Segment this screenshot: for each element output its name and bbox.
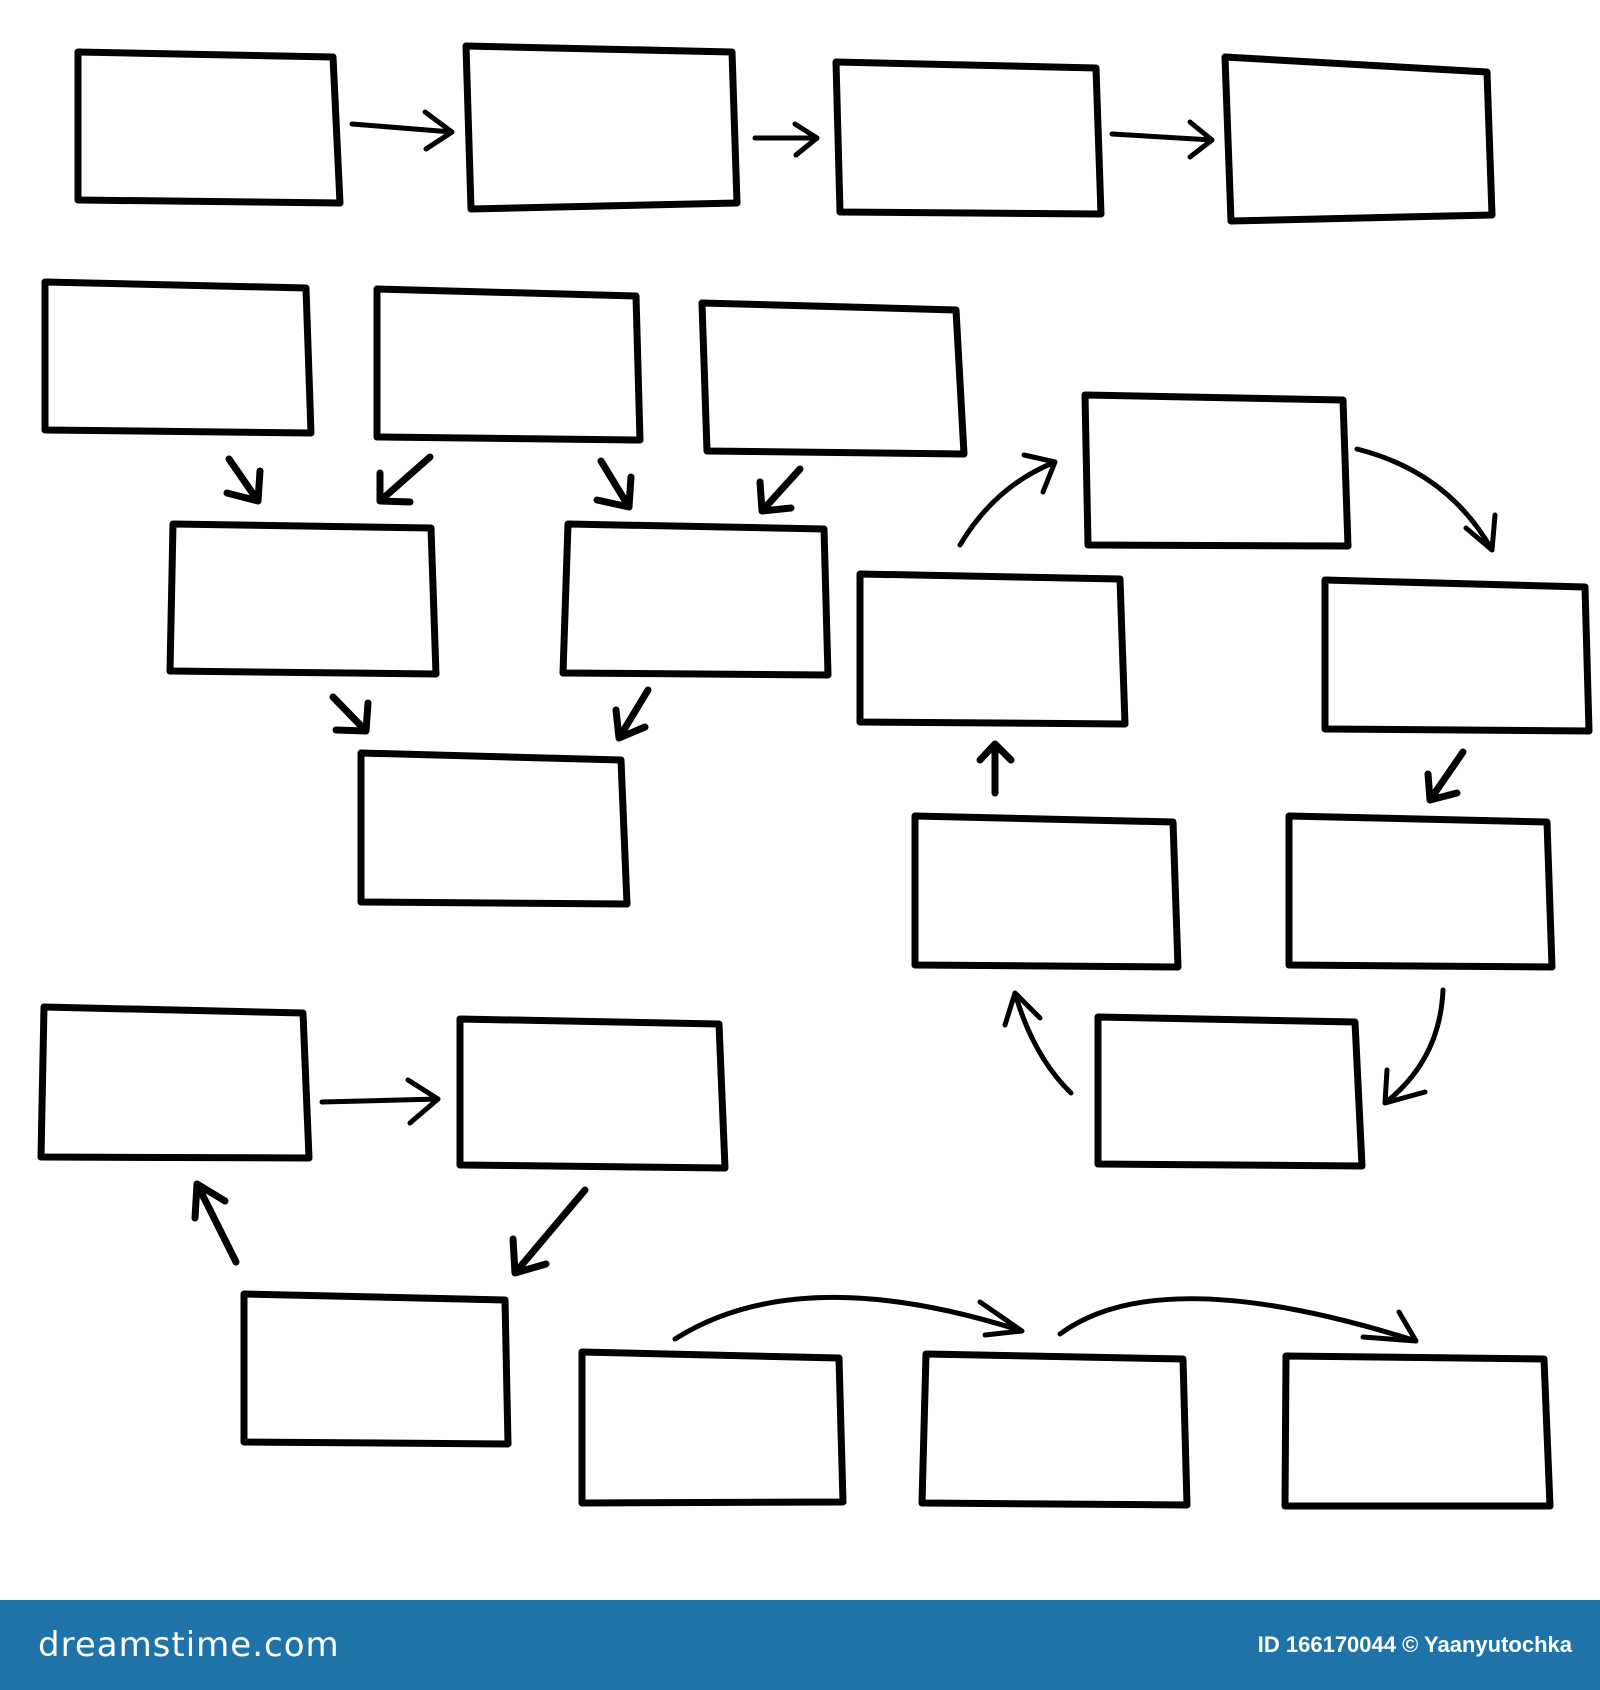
loop-box-right bbox=[456, 1015, 729, 1172]
arrow-right-2-3 bbox=[752, 121, 820, 158]
image-credit: ID 166170044 © Yaanyutochka bbox=[1257, 1632, 1572, 1657]
arrow-right-1-2 bbox=[349, 109, 455, 152]
arrow-down-to-mid-right-b bbox=[756, 465, 804, 515]
cycle-flow bbox=[856, 391, 1593, 1170]
arrow-down-to-mid-left-a bbox=[223, 455, 264, 505]
cycle-box-top bbox=[1081, 391, 1352, 550]
arrow-down-to-mid-right-a bbox=[593, 457, 635, 511]
cycle-box-bottom bbox=[1094, 1013, 1366, 1170]
arrow-curve-to-right-upper bbox=[1354, 446, 1498, 553]
arrow-curve-to-left-lower bbox=[1002, 990, 1074, 1096]
arrow-down-to-bottom-a bbox=[329, 693, 372, 735]
tree-box-top-middle bbox=[373, 285, 644, 444]
curved-flow-box-1 bbox=[578, 1348, 847, 1507]
arrow-down-to-bottom-b bbox=[612, 686, 652, 742]
converging-tree bbox=[41, 278, 968, 908]
flow-box-1 bbox=[74, 48, 344, 207]
flow-box-2 bbox=[462, 42, 741, 213]
arrow-up-loop-bottom-to-left bbox=[191, 1180, 240, 1266]
cycle-box-right-upper bbox=[1321, 576, 1593, 735]
site-brand: dreamstime.com bbox=[38, 1625, 340, 1665]
arrow-curve-2-3 bbox=[1057, 1296, 1419, 1344]
arrow-curve-to-top bbox=[957, 452, 1058, 548]
arrow-down-to-right-lower bbox=[1424, 748, 1467, 804]
flow-box-4 bbox=[1221, 53, 1496, 225]
tree-box-mid-left bbox=[166, 520, 440, 678]
loop-box-bottom bbox=[240, 1290, 512, 1448]
cycle-box-left-upper bbox=[856, 570, 1129, 728]
triangle-loop bbox=[37, 1003, 729, 1448]
flowchart-templates-diagram bbox=[37, 42, 1593, 1510]
arrow-curve-1-2 bbox=[672, 1294, 1025, 1342]
tree-box-bottom bbox=[357, 749, 631, 908]
loop-box-left bbox=[37, 1003, 313, 1162]
curved-linear-flow bbox=[578, 1294, 1554, 1510]
arrow-down-loop-right-to-bottom bbox=[509, 1186, 589, 1277]
cycle-box-right-lower bbox=[1285, 812, 1556, 971]
arrow-down-to-mid-left-b bbox=[376, 453, 434, 506]
tree-box-top-left bbox=[41, 278, 315, 437]
cycle-box-left-lower bbox=[911, 812, 1182, 971]
tree-box-top-right bbox=[698, 299, 968, 458]
flow-box-3 bbox=[832, 58, 1105, 218]
linear-flow-top bbox=[74, 42, 1496, 225]
arrow-up-to-left-upper bbox=[976, 740, 1015, 797]
tree-box-mid-right bbox=[559, 520, 832, 679]
curved-flow-box-3 bbox=[1281, 1352, 1554, 1510]
arrow-right-3-4 bbox=[1109, 119, 1215, 160]
arrow-curve-to-bottom bbox=[1382, 987, 1446, 1106]
arrow-right-loop-left-to-right bbox=[319, 1077, 441, 1126]
curved-flow-box-2 bbox=[918, 1350, 1191, 1509]
footer-bar: dreamstime.com ID 166170044 © Yaanyutoch… bbox=[0, 1600, 1600, 1690]
